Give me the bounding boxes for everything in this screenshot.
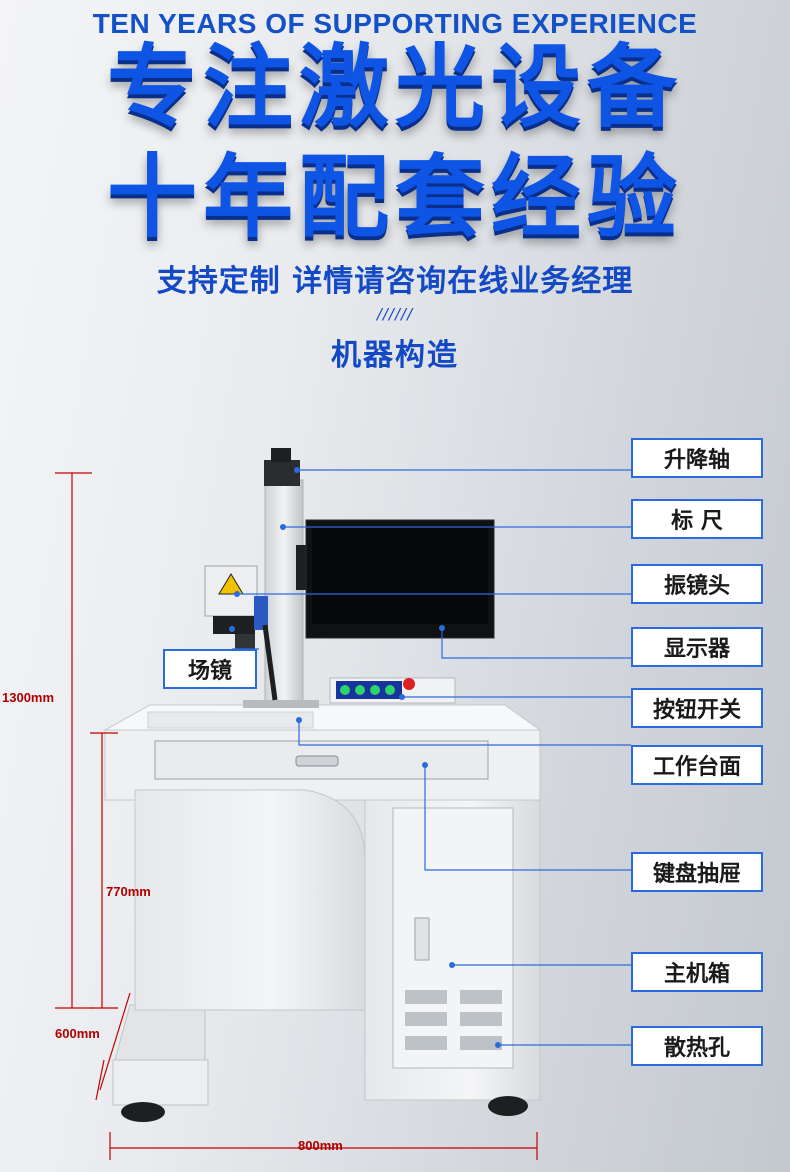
label-field-lens: 场镜	[163, 649, 257, 689]
label-main-cabinet: 主机箱	[631, 952, 763, 992]
hero-title-line-2: 十年配套经验	[107, 145, 683, 250]
dimension-total-height: 1300mm	[2, 690, 55, 705]
dimension-depth: 600mm	[55, 1026, 100, 1041]
leader-lines	[232, 469, 631, 1046]
tagline-english: TEN YEARS OF SUPPORTING EXPERIENCE	[92, 8, 698, 39]
dimension-width: 800mm	[298, 1138, 343, 1153]
label-vent-holes: 散热孔	[631, 1026, 763, 1066]
button-panel	[329, 677, 456, 704]
wheel	[488, 1096, 528, 1116]
label-monitor: 显示器	[631, 627, 763, 667]
vent-holes-grid	[405, 990, 502, 1050]
base-foot	[112, 1004, 209, 1106]
label-worktable: 工作台面	[631, 745, 763, 785]
dimension-table-height: 770mm	[106, 884, 151, 899]
label-lift-axis: 升降轴	[631, 438, 763, 478]
label-button-switch: 按钮开关	[631, 688, 763, 728]
label-galvo-head: 振镜头	[631, 564, 763, 604]
label-keyboard-drawer: 键盘抽屉	[631, 852, 763, 892]
section-title: 机器构造	[331, 338, 459, 373]
hero-title-line-1: 专注激光设备	[107, 35, 683, 140]
monitor	[305, 519, 495, 639]
wheel	[121, 1102, 165, 1122]
label-ruler: 标 尺	[631, 499, 763, 539]
dimension-lines	[55, 472, 538, 1160]
divider-slashes: //////	[376, 305, 414, 323]
subtitle: 支持定制 详情请咨询在线业务经理	[156, 264, 634, 299]
